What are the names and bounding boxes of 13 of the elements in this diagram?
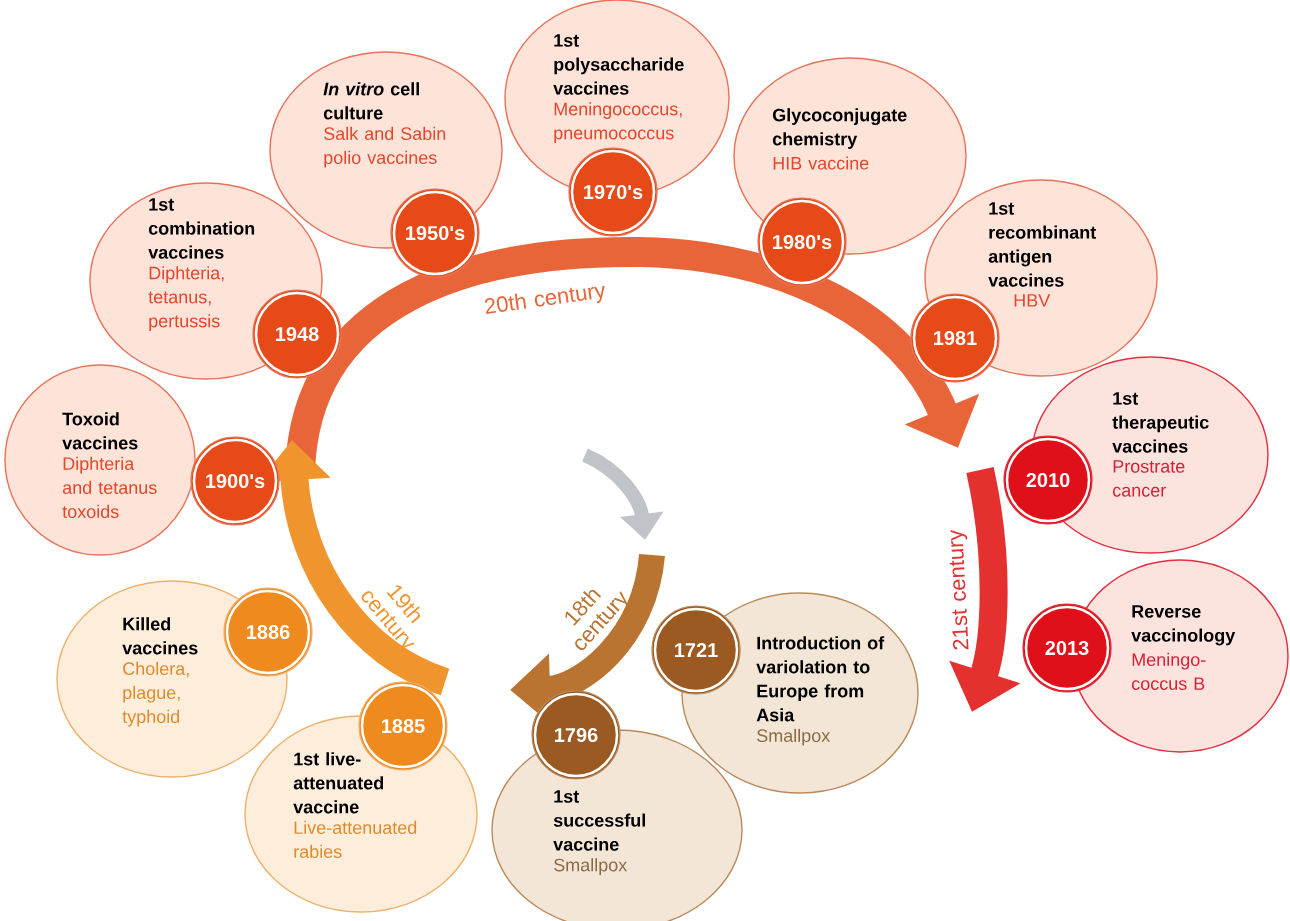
year-badge: 1796 (531, 690, 621, 780)
arrow-label: 21st century (949, 529, 969, 650)
year-badge: 1970's (568, 147, 658, 237)
year-badge: 1721 (651, 605, 741, 695)
arrow-label: 20th century (484, 285, 605, 314)
year-badge: 2010 (1003, 435, 1093, 525)
year-badge: 1948 (252, 289, 342, 379)
year-badge: 1980's (757, 197, 847, 287)
year-badge: 1981 (910, 293, 1000, 383)
year-badge: 1886 (223, 587, 313, 677)
year-badge: 1950's (390, 188, 480, 278)
year-badge: 1900's (190, 436, 280, 526)
year-badge: 2013 (1022, 603, 1112, 693)
